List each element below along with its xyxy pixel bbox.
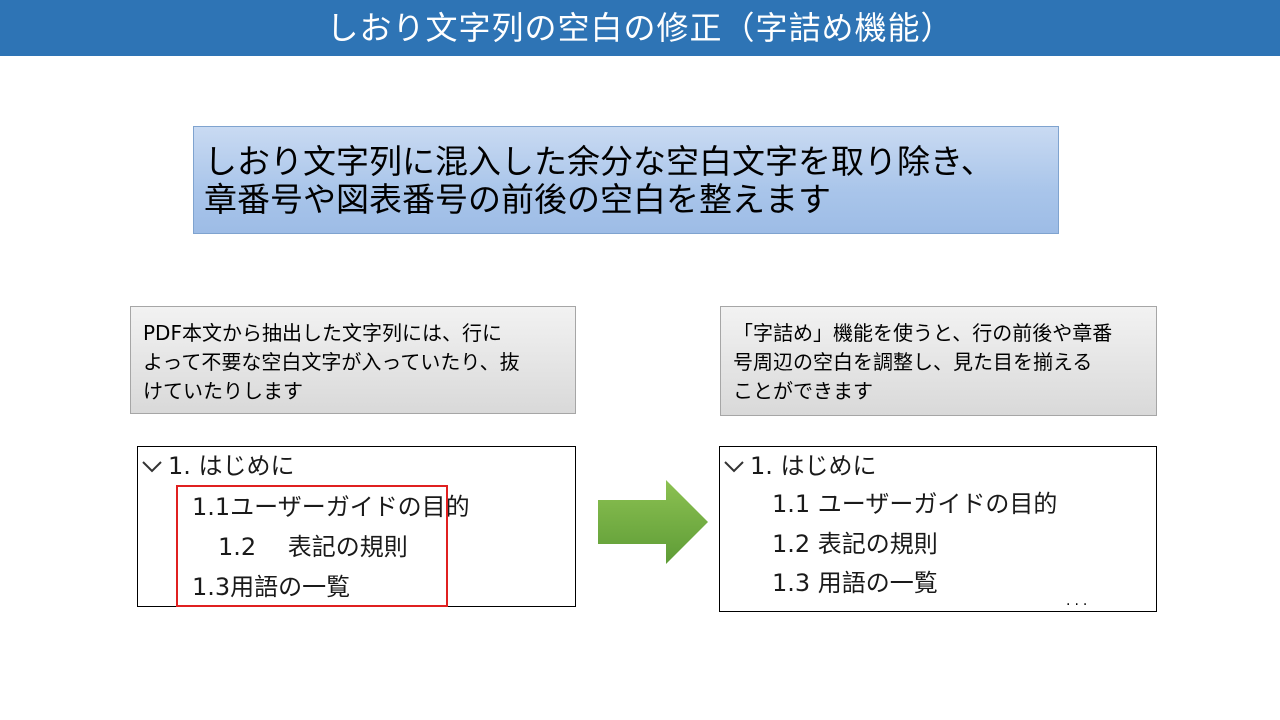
summary-box: しおり文字列に混入した余分な空白文字を取り除き、 章番号や図表番号の前後の空白を… [193,126,1059,234]
tree-item-label: 1.2 表記の規則 [218,533,408,561]
bookmark-tree-before: 1. はじめに 1.1ユーザーガイドの目的 1.2 表記の規則 1.3用語の一覧 [137,446,576,607]
summary-line-2: 章番号や図表番号の前後の空白を整えます [204,180,831,219]
tree-item[interactable]: 1.2 表記の規則 [772,530,938,558]
bookmark-tree-after: 1. はじめに 1.1 ユーザーガイドの目的 1.2 表記の規則 1.3 用語の… [719,446,1157,612]
slide-title: しおり文字列の空白の修正（字詰め機能） [326,9,954,47]
summary-line-1: しおり文字列に混入した余分な空白文字を取り除き、 [204,142,994,181]
tree-item[interactable]: 1.3 用語の一覧 [772,569,938,597]
scroll-dots: ··· [1066,597,1092,613]
tree-item-label: 1. はじめに [168,452,295,480]
title-bar: しおり文字列の空白の修正（字詰め機能） [0,0,1280,56]
highlight-box [176,485,448,607]
note-after-line-3: ことができます [733,379,873,403]
tree-item-label: 1. はじめに [750,452,877,480]
arrow-right-icon [598,480,708,564]
tree-item-label: 1.2 表記の規則 [772,530,938,558]
note-before-line-3: けていたりします [143,379,303,403]
note-before-line-2: よって不要な空白文字が入っていたり、抜 [143,350,520,374]
note-after-line-1: 「字詰め」機能を使うと、行の前後や章番 [733,321,1113,345]
tree-item-label: 1.1ユーザーガイドの目的 [192,493,470,521]
note-before-line-1: PDF本文から抽出した文字列には、行に [143,321,502,345]
tree-item[interactable]: 1.3用語の一覧 [192,573,350,601]
tree-item[interactable]: 1.2 表記の規則 [218,533,408,561]
tree-item-chapter[interactable]: 1. はじめに [140,452,295,480]
note-after: 「字詰め」機能を使うと、行の前後や章番 号周辺の空白を調整し、見た目を揃える こ… [720,306,1157,416]
tree-item-label: 1.3 用語の一覧 [772,569,938,597]
tree-item-label: 1.1 ユーザーガイドの目的 [772,490,1058,518]
tree-item[interactable]: 1.1 ユーザーガイドの目的 [772,490,1057,518]
chevron-down-icon[interactable] [722,452,746,480]
tree-item-chapter[interactable]: 1. はじめに [722,452,877,480]
chevron-down-icon[interactable] [140,452,164,480]
tree-item-label: 1.3用語の一覧 [192,573,351,601]
tree-item[interactable]: 1.1ユーザーガイドの目的 [192,493,470,521]
note-before: PDF本文から抽出した文字列には、行に よって不要な空白文字が入っていたり、抜 … [130,306,576,414]
note-after-line-2: 号周辺の空白を調整し、見た目を揃える [733,350,1093,374]
